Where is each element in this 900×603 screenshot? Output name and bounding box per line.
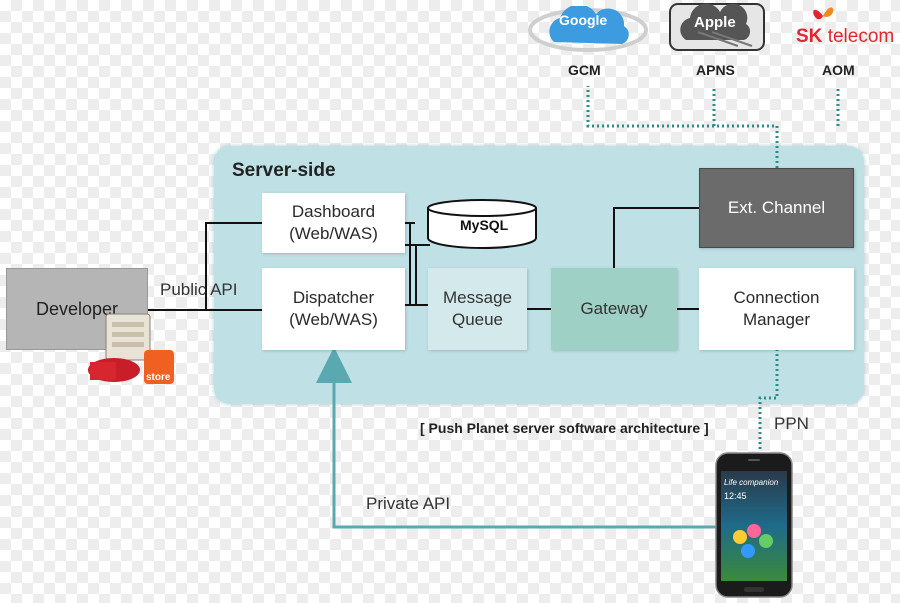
gcm-label: GCM: [568, 62, 601, 78]
mysql-label: MySQL: [460, 217, 509, 233]
message-queue-label: Message Queue: [443, 288, 512, 329]
provider-dotted-line: [586, 86, 779, 168]
apple-cloud-logo: [669, 3, 765, 51]
panel-title: Server-side: [232, 160, 336, 181]
connection-manager-label: Connection Manager: [733, 288, 820, 329]
public-api-label: Public API: [160, 280, 238, 299]
apple-logo-text: Apple: [694, 14, 736, 31]
gateway-box: Gateway: [551, 268, 677, 350]
phone-screen-text: Life companion: [724, 478, 779, 487]
developer-server-icon: [88, 313, 174, 384]
ppn-dotted-line: [758, 349, 779, 452]
private-api-label: Private API: [366, 494, 451, 513]
ppn-label: PPN: [774, 414, 809, 433]
architecture-caption: [ Push Planet server software architectu…: [420, 420, 709, 436]
message-queue-box: Message Queue: [428, 268, 527, 350]
private-api-arrow: [316, 347, 720, 529]
sk-text: SK: [796, 26, 823, 47]
store-icon-label: store: [146, 372, 171, 383]
sk-logo-text: SK telecom: [796, 26, 894, 48]
mysql-cylinder: [427, 199, 537, 249]
google-cloud-logo: [528, 6, 648, 52]
dispatcher-box: Dispatcher (Web/WAS): [262, 268, 405, 350]
connection-manager-box: Connection Manager: [699, 268, 854, 350]
smartphone-icon: [715, 452, 793, 598]
apns-label: APNS: [696, 62, 735, 78]
sk-telecom-butterfly-icon: [813, 7, 834, 20]
public-api-bracket: [205, 222, 262, 310]
google-logo-text: Google: [559, 12, 608, 28]
phone-time: 12:45: [724, 491, 747, 501]
dashboard-box: Dashboard (Web/WAS): [262, 193, 405, 253]
dashboard-label: Dashboard (Web/WAS): [289, 202, 378, 243]
telecom-text: telecom: [827, 26, 895, 47]
aom-label: AOM: [822, 62, 855, 78]
ext-channel-box: Ext. Channel: [699, 168, 854, 248]
dispatcher-label: Dispatcher (Web/WAS): [289, 288, 378, 329]
